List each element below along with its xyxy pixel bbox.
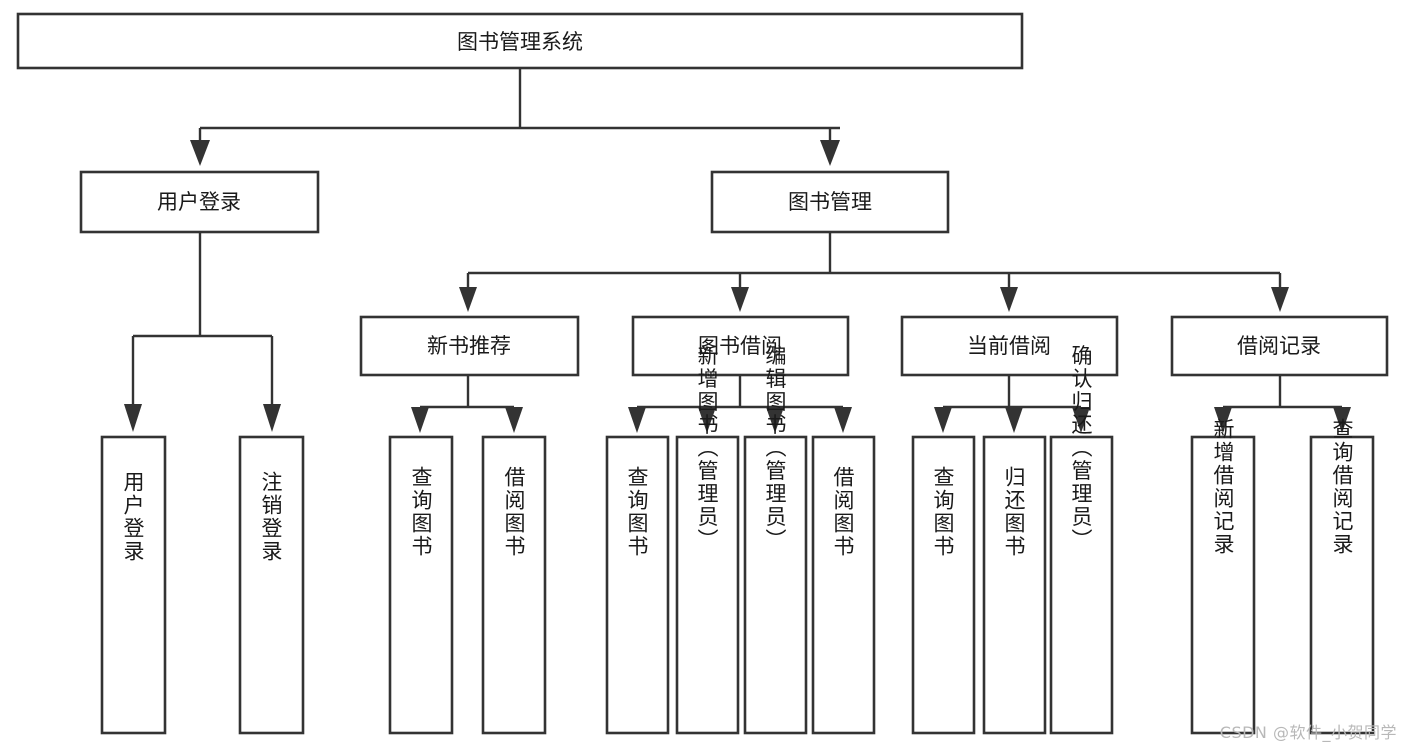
node-leaf-user-login-box: [100, 435, 167, 735]
node-leaf-query-book-current-label: 查询图书: [931, 466, 955, 558]
connector-group-book-management: [459, 232, 1289, 312]
node-leaf-return-book-label: 归还图书: [1002, 466, 1026, 558]
node-user-login[interactable]: 用户登录: [79, 170, 320, 234]
node-leaf-user-logout-box: [238, 435, 305, 735]
node-leaf-query-book-borrow[interactable]: 查询图书: [605, 435, 670, 735]
node-book-management-box: [710, 170, 950, 234]
node-leaf-user-login-label: 用户登录: [121, 471, 145, 563]
node-leaf-borrow-book-recommend[interactable]: 借阅图书: [481, 435, 547, 735]
node-leaf-query-borrow-record-label: 查询借阅记录: [1330, 418, 1354, 556]
node-leaf-edit-book-admin-box: [743, 435, 808, 735]
node-leaf-query-book-borrow-label: 查询图书: [625, 466, 649, 558]
arrow-head-book-borrow: [731, 287, 749, 312]
node-leaf-query-book-borrow-box: [605, 435, 670, 735]
node-leaf-borrow-book[interactable]: 借阅图书: [811, 435, 876, 735]
node-book-borrow[interactable]: 图书借阅: [631, 315, 850, 377]
connector-group-user-login: [124, 232, 281, 432]
arrow-head-leaf-add-book-admin: [698, 407, 716, 433]
arrow-head-leaf-user-logout: [263, 404, 281, 432]
arrow-head-current-borrow: [1000, 287, 1018, 312]
node-leaf-confirm-return-admin-label: 确认归还（管理员）: [1069, 345, 1093, 552]
node-borrow-record[interactable]: 借阅记录: [1170, 315, 1389, 377]
node-leaf-edit-book-admin-label: 编辑图书（管理员）: [763, 345, 787, 552]
node-leaf-query-book-current[interactable]: 查询图书: [911, 435, 976, 735]
node-leaf-user-login[interactable]: 用户登录: [100, 435, 167, 735]
arrow-head-leaf-query-book-current: [934, 407, 952, 433]
node-leaf-query-book-recommend-label: 查询图书: [409, 466, 433, 558]
connector-group-new-book-recommend: [411, 375, 523, 433]
arrow-head-leaf-query-book-recommend: [411, 407, 429, 433]
arrow-head-leaf-query-borrow-record: [1333, 407, 1351, 433]
node-leaf-borrow-book-box: [811, 435, 876, 735]
node-leaf-return-book[interactable]: 归还图书: [982, 435, 1047, 735]
node-leaf-query-book-current-box: [911, 435, 976, 735]
arrow-head-leaf-confirm-return-admin: [1072, 407, 1090, 433]
node-leaf-borrow-book-recommend-box: [481, 435, 547, 735]
node-current-borrow[interactable]: 当前借阅: [900, 315, 1119, 377]
node-leaf-borrow-book-label: 借阅图书: [831, 466, 855, 558]
node-leaf-user-logout-label: 注销登录: [259, 471, 283, 563]
node-leaf-query-borrow-record[interactable]: 查询借阅记录: [1309, 418, 1375, 735]
node-leaf-edit-book-admin[interactable]: 编辑图书（管理员）: [743, 345, 808, 735]
arrow-head-borrow-record: [1271, 287, 1289, 312]
node-leaf-add-book-admin-box: [675, 435, 740, 735]
node-new-book-recommend-box: [359, 315, 580, 377]
arrow-head-leaf-add-borrow-record: [1214, 407, 1232, 433]
node-leaf-confirm-return-admin[interactable]: 确认归还（管理员）: [1049, 345, 1114, 735]
arrow-head-book-management: [820, 140, 840, 166]
node-root-label: 图书管理系统: [457, 30, 583, 54]
arrow-head-leaf-query-book-borrow: [628, 407, 646, 433]
arrow-head-leaf-user-login: [124, 404, 142, 432]
node-borrow-record-label: 借阅记录: [1237, 334, 1321, 358]
connector-group-borrow-record: [1214, 375, 1351, 433]
node-leaf-add-borrow-record-label: 新增借阅记录: [1211, 418, 1235, 556]
node-book-borrow-box: [631, 315, 850, 377]
node-leaf-query-book-recommend[interactable]: 查询图书: [388, 435, 454, 735]
node-leaf-query-book-recommend-box: [388, 435, 454, 735]
node-user-login-box: [79, 170, 320, 234]
node-leaf-add-borrow-record[interactable]: 新增借阅记录: [1190, 418, 1256, 735]
node-leaf-user-logout[interactable]: 注销登录: [238, 435, 305, 735]
connector-group-current-borrow: [934, 375, 1090, 433]
node-root-box: [16, 12, 1024, 70]
node-leaf-query-borrow-record-box: [1309, 435, 1375, 735]
node-book-borrow-label: 图书借阅: [698, 334, 782, 358]
connector-group-book-borrow: [628, 375, 852, 433]
node-leaf-add-book-admin[interactable]: 新增图书（管理员）: [675, 345, 740, 735]
arrow-head-leaf-return-book: [1005, 407, 1023, 433]
node-leaf-borrow-book-recommend-label: 借阅图书: [502, 466, 526, 558]
node-leaf-add-book-admin-label: 新增图书（管理员）: [695, 345, 719, 552]
node-new-book-recommend-label: 新书推荐: [427, 334, 511, 358]
node-user-login-label: 用户登录: [157, 190, 241, 214]
node-borrow-record-box: [1170, 315, 1389, 377]
arrow-head-user-login: [190, 140, 210, 166]
node-leaf-add-borrow-record-box: [1190, 435, 1256, 735]
node-book-management[interactable]: 图书管理: [710, 170, 950, 234]
node-root[interactable]: 图书管理系统: [16, 12, 1024, 70]
connector-group-root: [190, 68, 840, 166]
node-new-book-recommend[interactable]: 新书推荐: [359, 315, 580, 377]
node-book-management-label: 图书管理: [788, 190, 872, 214]
node-current-borrow-label: 当前借阅: [967, 334, 1051, 358]
node-leaf-return-book-box: [982, 435, 1047, 735]
arrow-head-new-book-recommend: [459, 287, 477, 312]
arrow-head-leaf-borrow-book: [834, 407, 852, 433]
arrow-head-leaf-borrow-book-recommend: [505, 407, 523, 433]
arrow-head-leaf-edit-book-admin: [766, 407, 784, 433]
node-leaf-confirm-return-admin-box: [1049, 435, 1114, 735]
node-current-borrow-box: [900, 315, 1119, 377]
